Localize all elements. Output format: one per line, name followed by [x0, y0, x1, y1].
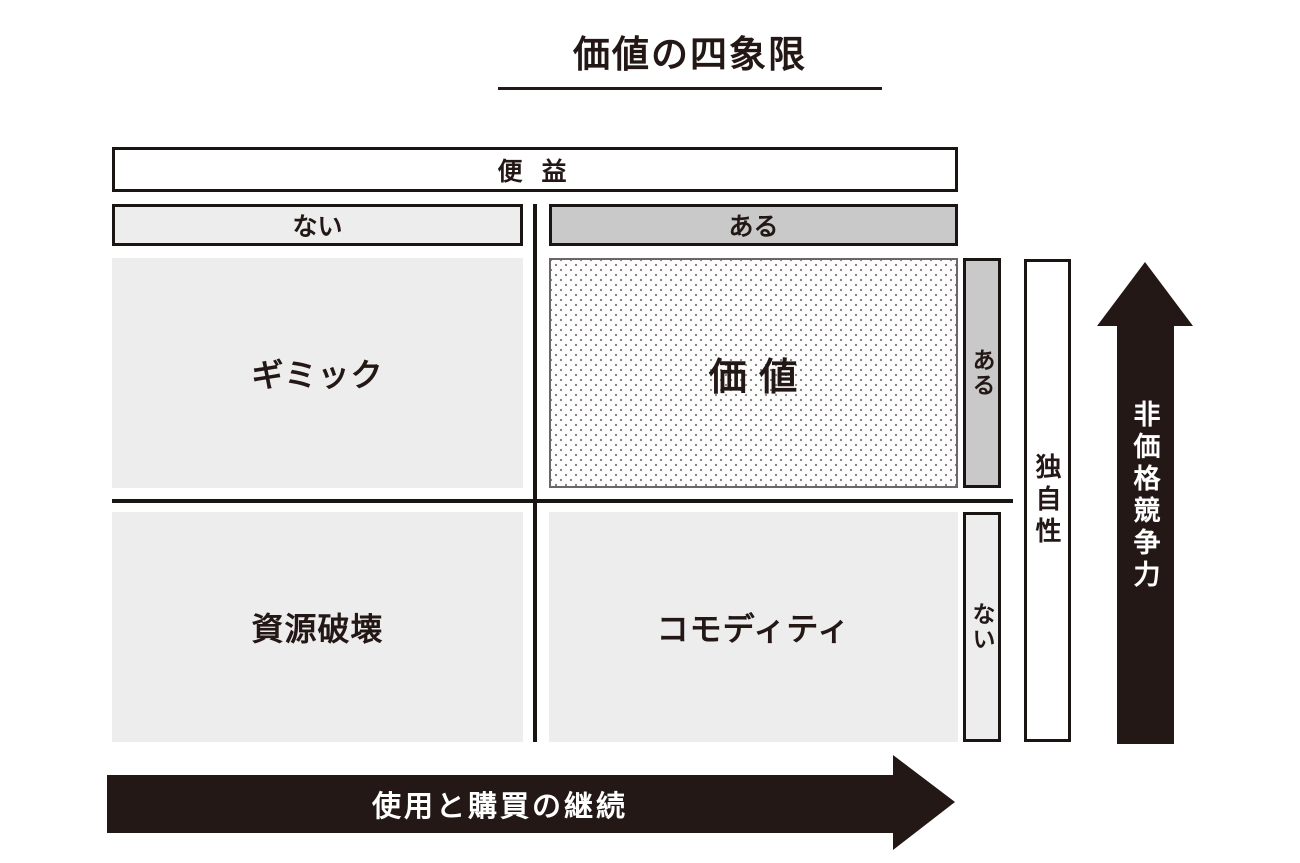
- uniqueness-no-label: ない: [969, 602, 995, 652]
- benefit-no-label: ない: [292, 213, 343, 241]
- non-price-competitiveness-arrow: [1095, 260, 1195, 744]
- benefit-column-header-no: ない: [112, 204, 523, 246]
- benefit-axis-label: 便 益: [497, 157, 573, 186]
- uniqueness-row-header-no: ない: [963, 512, 1001, 742]
- non-price-competitiveness-label: 非価格競争力: [1129, 400, 1160, 592]
- uniqueness-yes-label: ある: [969, 348, 995, 398]
- up-arrow-icon: [1097, 262, 1193, 744]
- quadrant-resource-destruction-label: 資源破壊: [251, 611, 384, 647]
- uniqueness-axis-header: 独自性: [1024, 259, 1071, 742]
- page-title: 価値の四象限: [498, 24, 882, 90]
- usage-purchase-continuation-arrow: [107, 755, 957, 850]
- benefit-column-header-yes: ある: [549, 204, 958, 246]
- vertical-divider-line: [533, 204, 537, 742]
- benefit-yes-label: ある: [728, 213, 779, 241]
- uniqueness-row-header-yes: ある: [963, 258, 1001, 488]
- usage-purchase-continuation-label: 使用と購買の継続: [371, 791, 628, 823]
- benefit-axis-header: 便 益: [112, 147, 958, 192]
- quadrant-resource-destruction: 資源破壊: [112, 512, 523, 742]
- horizontal-divider-line: [112, 499, 1013, 503]
- quadrant-value-label: 価 値: [708, 356, 799, 399]
- right-arrow-icon: [107, 755, 955, 850]
- uniqueness-axis-label: 独自性: [1032, 452, 1062, 549]
- quadrant-gimmick-label: ギミック: [251, 357, 384, 393]
- quadrant-commodity: コモディティ: [549, 512, 958, 742]
- quadrant-commodity-label: コモディティ: [656, 611, 851, 647]
- quadrant-gimmick: ギミック: [112, 258, 523, 488]
- quadrant-value: 価 値: [549, 258, 958, 488]
